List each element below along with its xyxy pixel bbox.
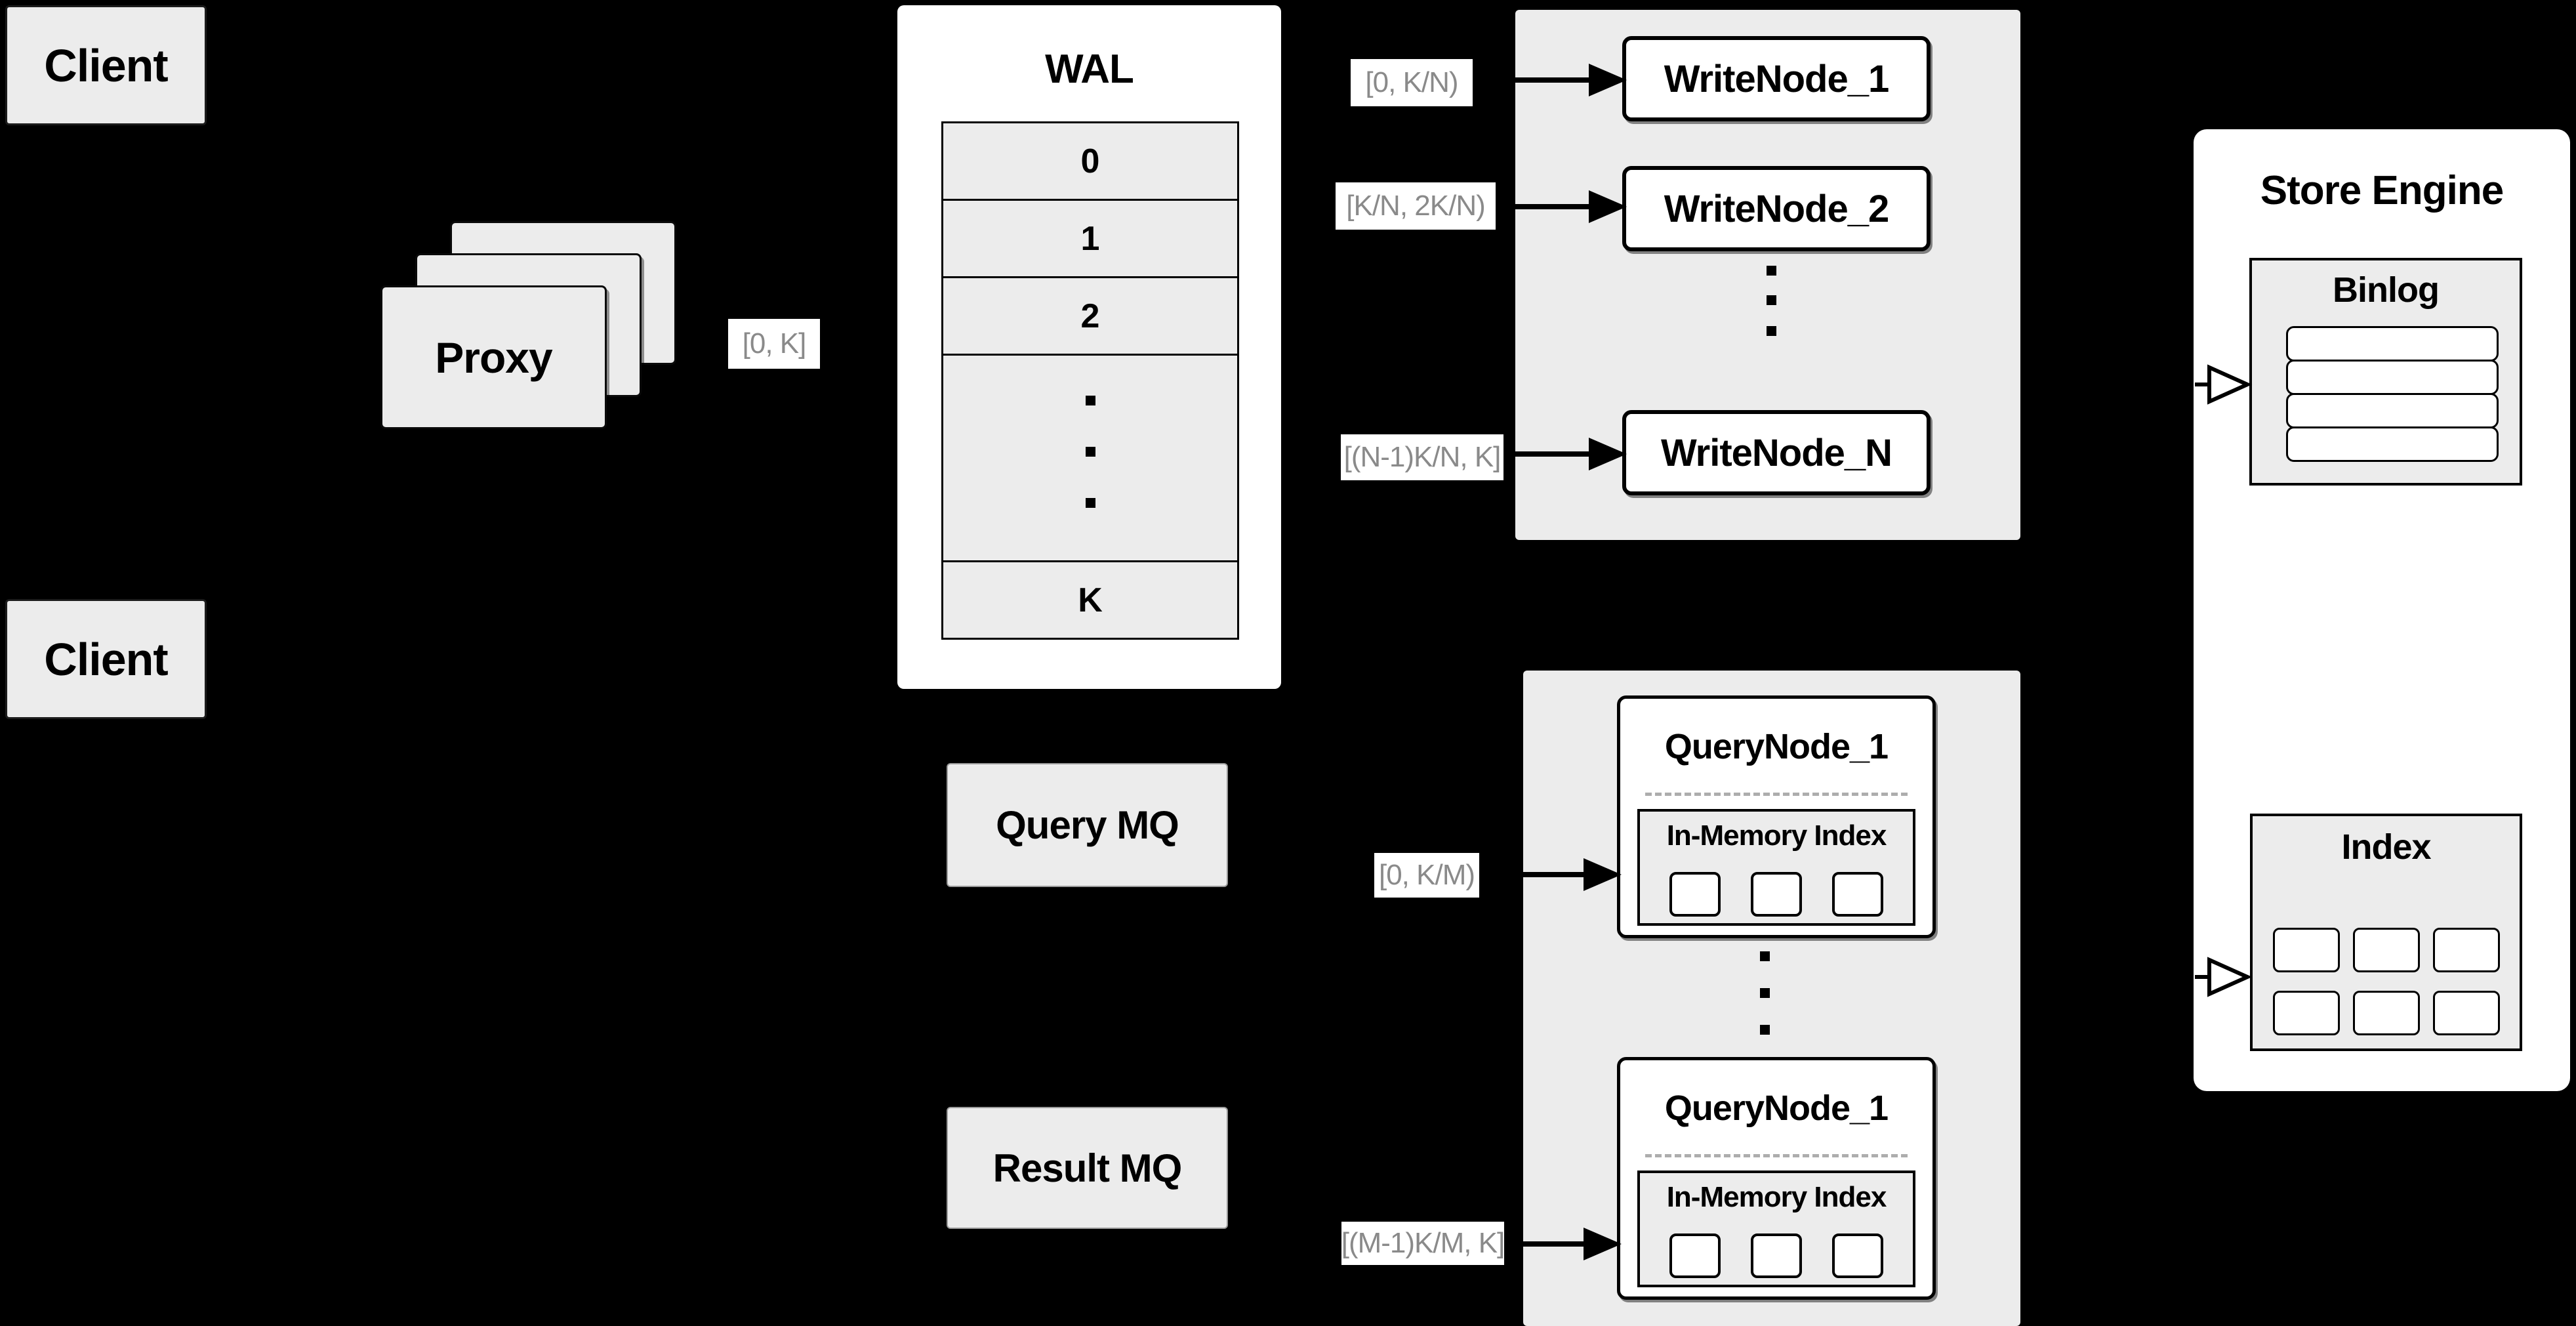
query-mq-label: Query MQ — [996, 803, 1179, 847]
wal-table: 0 1 2 K — [941, 121, 1239, 640]
wal-ellipsis-dot — [1086, 447, 1095, 457]
write-group-ellipsis-dot — [1767, 326, 1776, 336]
index-title: Index — [2341, 827, 2431, 867]
range-label-query-1: [0, K/M) — [1374, 853, 1479, 898]
write-node-1: WriteNode_1 — [1622, 36, 1931, 121]
wal-ellipsis-dot — [1086, 396, 1095, 405]
wal-ellipsis-dot — [1086, 498, 1095, 508]
query-group-ellipsis-dot — [1760, 1025, 1770, 1035]
result-mq-box: Result MQ — [947, 1107, 1228, 1229]
segment-square — [1751, 872, 1802, 917]
query-node-2: QueryNode_1 In-Memory Index — [1617, 1057, 1936, 1300]
binlog-row — [2286, 326, 2499, 362]
query-node-1: QueryNode_1 In-Memory Index — [1617, 695, 1936, 938]
write-node-group: WriteNode_1 WriteNode_2 WriteNode_N — [1515, 10, 2020, 540]
index-squares-row-1 — [2253, 928, 2520, 972]
proxy-label: Proxy — [435, 333, 552, 382]
binlog-row — [2286, 393, 2499, 428]
write-group-ellipsis-dot — [1767, 295, 1776, 305]
in-memory-index-1-title: In-Memory Index — [1666, 819, 1887, 852]
index-square — [2272, 928, 2340, 972]
in-memory-index-1-segments — [1640, 872, 1913, 917]
result-mq-label: Result MQ — [992, 1146, 1183, 1190]
index-square — [2352, 928, 2420, 972]
wal-row-2: 2 — [941, 276, 1239, 356]
index-squares-row-2 — [2253, 991, 2520, 1035]
write-node-n-label: WriteNode_N — [1660, 431, 1892, 474]
query-node-group: QueryNode_1 In-Memory Index QueryNode_1 … — [1523, 671, 2020, 1326]
binlog-box: Binlog — [2249, 258, 2522, 486]
in-memory-index-2-title: In-Memory Index — [1666, 1181, 1887, 1213]
range-label-query-m: [(M-1)K/M, K] — [1341, 1222, 1505, 1265]
segment-square — [1751, 1233, 1802, 1278]
wal-row-0: 0 — [941, 121, 1239, 201]
in-memory-index-box-2: In-Memory Index — [1637, 1171, 1915, 1287]
index-square — [2352, 991, 2420, 1035]
query-node-2-separator — [1645, 1154, 1908, 1157]
proxy-card-front: Proxy — [380, 285, 607, 429]
binlog-title: Binlog — [2333, 270, 2440, 310]
write-group-ellipsis-dot — [1767, 266, 1776, 276]
segment-square — [1669, 1233, 1721, 1278]
segment-square — [1832, 872, 1883, 917]
segment-square — [1669, 872, 1721, 917]
binlog-row — [2286, 426, 2499, 462]
query-node-2-title: QueryNode_1 — [1664, 1088, 1889, 1128]
write-node-2-label: WriteNode_2 — [1664, 187, 1889, 230]
client-top-label: Client — [44, 39, 168, 91]
binlog-row — [2286, 360, 2499, 395]
range-label-write-2: [K/N, 2K/N) — [1336, 182, 1496, 230]
range-label-write-n: [(N-1)K/N, K] — [1341, 434, 1503, 480]
index-square — [2432, 928, 2500, 972]
query-mq-box: Query MQ — [947, 763, 1228, 887]
range-label-proxy: [0, K] — [728, 319, 820, 369]
client-box-top: Client — [5, 5, 207, 125]
query-node-1-title: QueryNode_1 — [1664, 727, 1889, 766]
store-engine-title: Store Engine — [2260, 168, 2504, 213]
write-node-1-label: WriteNode_1 — [1664, 57, 1889, 100]
range-label-write-1: [0, K/N) — [1351, 59, 1473, 106]
client-box-bottom: Client — [5, 599, 207, 719]
wal-container: WAL 0 1 2 K — [897, 5, 1281, 689]
query-node-1-separator — [1645, 793, 1908, 796]
binlog-rows — [2286, 326, 2499, 462]
in-memory-index-box-1: In-Memory Index — [1637, 809, 1915, 926]
store-engine-container: Store Engine Binlog Index — [2194, 129, 2570, 1091]
query-group-ellipsis-dot — [1760, 988, 1770, 998]
write-node-2: WriteNode_2 — [1622, 166, 1931, 251]
write-node-n: WriteNode_N — [1622, 410, 1931, 495]
segment-square — [1832, 1233, 1883, 1278]
client-bottom-label: Client — [44, 633, 168, 685]
wal-row-k: K — [941, 560, 1239, 640]
wal-row-ellipsis — [941, 354, 1239, 562]
wal-title: WAL — [1045, 47, 1134, 92]
wal-row-1: 1 — [941, 199, 1239, 278]
index-square — [2432, 991, 2500, 1035]
index-box: Index — [2250, 814, 2522, 1051]
in-memory-index-2-segments — [1640, 1233, 1913, 1278]
query-group-ellipsis-dot — [1760, 951, 1770, 961]
index-square — [2272, 991, 2340, 1035]
